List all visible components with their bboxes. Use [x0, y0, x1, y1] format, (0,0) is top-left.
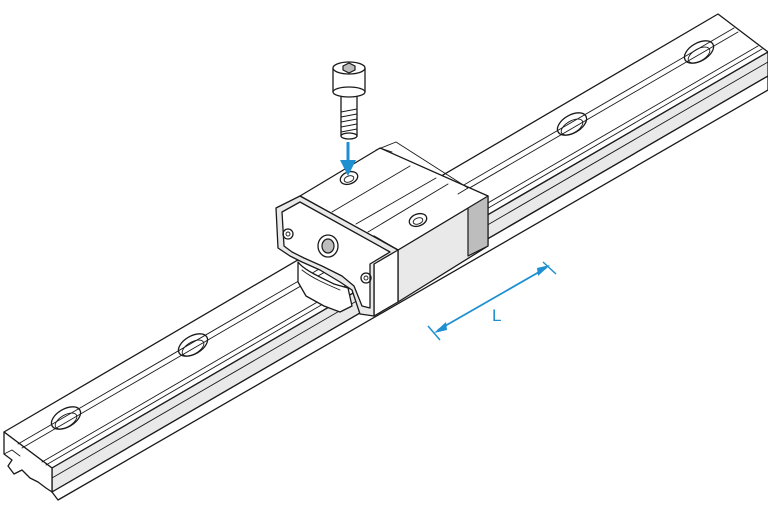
dimension-label: L [492, 306, 501, 325]
insertion-arrow [340, 142, 356, 176]
block-hole-side [408, 212, 428, 228]
rail-end-profile [3, 431, 53, 493]
front-lubrication-port [317, 234, 339, 258]
rail-mounting-holes [50, 40, 715, 430]
end-seal-screw-left [282, 228, 294, 240]
rail-cutout [297, 261, 353, 313]
dimension-arrow [427, 261, 557, 341]
arrow-icon [340, 142, 557, 341]
screw-hex-socket [342, 62, 356, 74]
screw-threads [340, 108, 358, 133]
end-seal-screw-right [360, 272, 372, 284]
screw-icon [332, 61, 366, 140]
